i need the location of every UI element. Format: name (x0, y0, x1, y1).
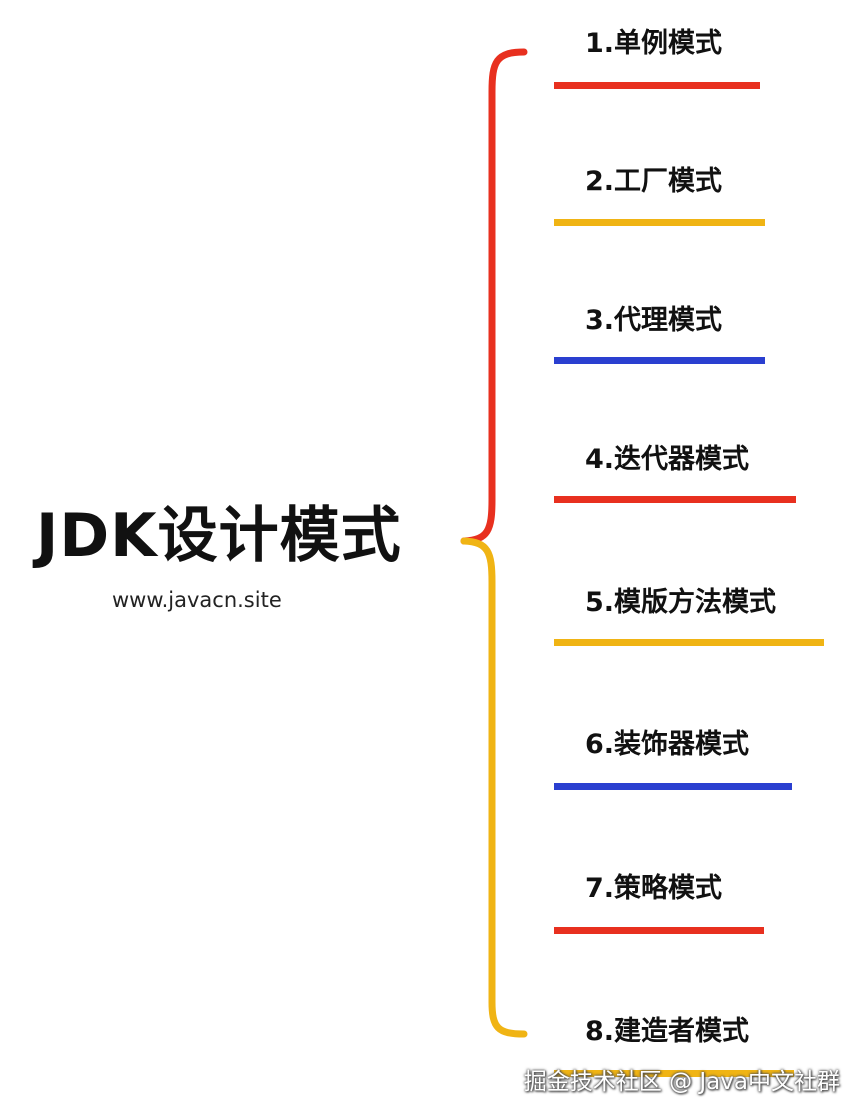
item-label-5: 5.模版方法模式 (585, 587, 777, 618)
item-label-6: 6.装饰器模式 (585, 729, 750, 760)
item-underline-4 (554, 496, 796, 503)
item-label-1: 1.单例模式 (585, 28, 723, 59)
item-underline-8 (554, 1070, 794, 1077)
item-underline-6 (554, 783, 792, 790)
item-underline-7 (554, 927, 764, 934)
item-label-8: 8.建造者模式 (585, 1016, 750, 1047)
watermark-text: 掘金技术社区 @ Java中文社群 (523, 1069, 840, 1095)
site-url: www.javacn.site (112, 588, 282, 612)
upper-brace-branch (460, 48, 528, 545)
item-underline-3 (554, 357, 765, 364)
item-label-3: 3.代理模式 (585, 305, 723, 336)
page-title: JDK设计模式 (36, 501, 402, 571)
item-label-2: 2.工厂模式 (585, 166, 723, 197)
item-label-7: 7.策略模式 (585, 873, 723, 904)
item-underline-5 (554, 639, 824, 646)
item-underline-1 (554, 82, 760, 89)
item-underline-2 (554, 219, 765, 226)
item-label-4: 4.迭代器模式 (585, 444, 750, 475)
lower-brace-branch (460, 537, 528, 1038)
